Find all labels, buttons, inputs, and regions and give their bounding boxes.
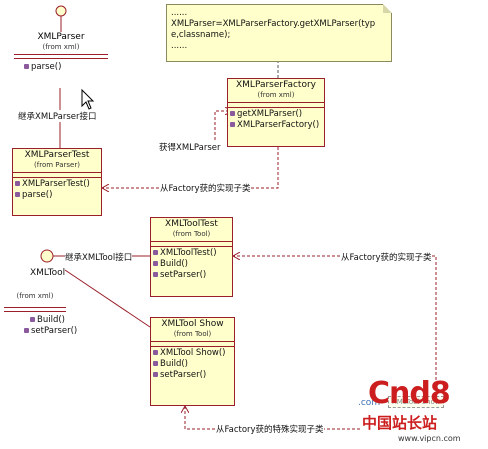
operation-icon xyxy=(153,261,158,266)
operation-icon xyxy=(15,192,20,197)
operation-icon xyxy=(30,317,35,322)
depend-factory-to-tooltest xyxy=(233,256,437,395)
operation: setParser() xyxy=(153,270,230,281)
operation: Build() xyxy=(153,359,232,370)
operation: XMLToolTest() xyxy=(153,248,230,259)
operation-icon xyxy=(230,122,235,127)
note-fold-icon xyxy=(383,4,392,13)
watermark-brand: Cnd8 xyxy=(368,376,451,411)
class-name: XMLParserTest xyxy=(24,150,90,160)
xmlparserfactory-class[interactable]: XMLParserFactory (from xml) getXMLParser… xyxy=(227,78,325,147)
xmltool-interface[interactable]: (from xml) Build() setParser() xyxy=(4,292,77,337)
operation: setParser() xyxy=(153,370,232,381)
class-package: (from Tool) xyxy=(173,330,212,338)
xmlparser-lollipop xyxy=(55,5,67,17)
watermark-mini-box: XMLTool Show xyxy=(388,396,445,408)
class-package: (from xml) xyxy=(42,43,80,51)
operation-icon xyxy=(153,361,158,366)
xmlparsertest-class[interactable]: XMLParserTest (from Parser) XMLParserTes… xyxy=(12,148,102,216)
depend-factory-to-test xyxy=(102,147,279,188)
label-from-factory-1: 从Factory获的实现子类 xyxy=(160,182,251,194)
operation-icon xyxy=(153,272,158,277)
label-get-xmlparser: 获得XMLParser xyxy=(159,141,221,153)
watermark-sub: 中国站长站 xyxy=(362,412,438,433)
operation-icon xyxy=(153,250,158,255)
code-note: ...... XMLParser=XMLParserFactory.getXML… xyxy=(166,4,392,62)
xmltool-interface-label: XMLTool xyxy=(30,268,66,278)
class-name: XMLParser xyxy=(37,32,85,42)
depend-get-xmlparser xyxy=(214,111,232,145)
operation-icon xyxy=(24,328,29,333)
watermark-com: .com xyxy=(358,398,381,408)
operation-icon xyxy=(24,64,29,69)
operation-icon xyxy=(153,372,158,377)
operation: parse() xyxy=(14,62,108,73)
operation: Build() xyxy=(153,259,230,270)
operation: parse() xyxy=(15,190,99,201)
operation: XMLParserTest() xyxy=(15,179,99,190)
label-from-factory-2: 从Factory获的实现子类 xyxy=(341,251,432,263)
operation-icon xyxy=(230,111,235,116)
xmltool-to-show-line xyxy=(64,269,151,328)
class-name: XMLTool Show xyxy=(161,319,224,329)
operation: Build() xyxy=(4,315,66,326)
class-package: (from xml) xyxy=(16,292,54,300)
note-line: XMLParser=XMLParserFactory.getXMLParser(… xyxy=(171,19,376,29)
note-line: ...... xyxy=(171,41,188,51)
mouse-cursor-icon xyxy=(81,88,95,110)
xmlparser-interface[interactable]: XMLParser (from xml) parse() xyxy=(14,32,108,73)
operation-icon xyxy=(153,350,158,355)
class-package: (from Tool) xyxy=(172,230,211,238)
label-impl-xmlparser: 继承XMLParser接口 xyxy=(18,110,97,122)
note-line: ...... xyxy=(171,8,188,18)
class-package: (from xml) xyxy=(257,91,295,99)
watermark-url: www.vipcn.com xyxy=(398,434,461,443)
operation-icon xyxy=(15,181,20,186)
xmltool-lollipop xyxy=(40,249,54,263)
class-package: (from Parser) xyxy=(34,161,80,169)
label-impl-xmltool: 继承XMLTool接口 xyxy=(65,251,133,263)
class-name: XMLParserFactory xyxy=(236,80,316,90)
operation: setParser() xyxy=(4,326,77,337)
watermark: XMLTool Show .com Cnd8 中国站长站 www.vipcn.c… xyxy=(352,376,486,448)
label-from-factory-3: 从Factory获的特殊实现子类 xyxy=(216,423,324,435)
class-name: XMLToolTest xyxy=(165,219,218,229)
note-line: e,classname); xyxy=(171,30,231,40)
operation: getXMLParser() xyxy=(230,109,322,120)
xmltooltest-class[interactable]: XMLToolTest (from Tool) XMLToolTest() Bu… xyxy=(150,217,233,297)
xmltoolshow-class[interactable]: XMLTool Show (from Tool) XMLTool Show() … xyxy=(150,317,235,406)
operation: XMLTool Show() xyxy=(153,348,232,359)
operation: XMLParserFactory() xyxy=(230,120,322,131)
